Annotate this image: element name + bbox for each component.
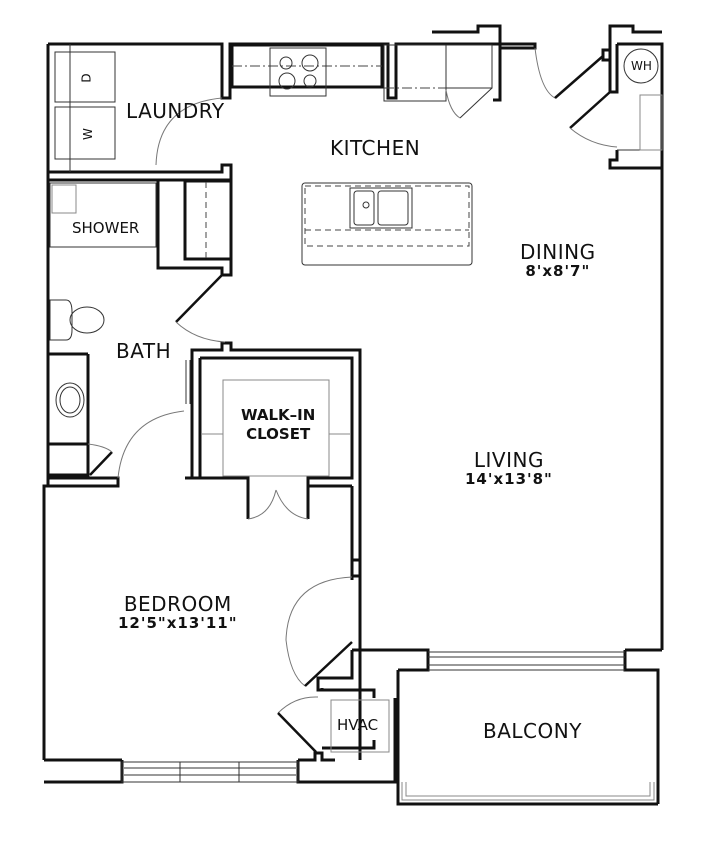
room-label-closet-line1: WALK–IN (241, 406, 316, 424)
room-label-dining: DINING (520, 240, 596, 264)
fixture-label-shower: SHOWER (72, 219, 140, 237)
room-dimensions-dining: 8'x8'7" (525, 262, 591, 280)
fixture-label-dryer: D (79, 73, 94, 83)
fixture-label-washer: W (80, 128, 95, 140)
room-label-closet-line2: CLOSET (246, 425, 311, 443)
room-label-bath: BATH (116, 339, 172, 363)
room-label-laundry: LAUNDRY (126, 99, 225, 123)
room-label-living: LIVING (473, 448, 544, 472)
fixture-label-hvac: HVAC (337, 716, 379, 734)
room-dining: DINING 8'x8'7" (520, 242, 596, 279)
room-living: LIVING 14'x13'8" (465, 450, 553, 487)
room-label-balcony: BALCONY (483, 719, 582, 743)
room-dimensions-bedroom: 12'5"x13'11" (118, 614, 238, 632)
interior-walls (42, 43, 663, 801)
doors (87, 47, 618, 753)
fixture-label-water-heater: WH (631, 59, 652, 73)
room-bedroom: BEDROOM 12'5"x13'11" (118, 594, 238, 631)
room-label-bedroom: BEDROOM (123, 592, 232, 616)
room-label-kitchen: KITCHEN (330, 136, 421, 160)
room-dimensions-living: 14'x13'8" (465, 470, 553, 488)
room-walk-in-closet: WALK–IN CLOSET (241, 408, 315, 442)
